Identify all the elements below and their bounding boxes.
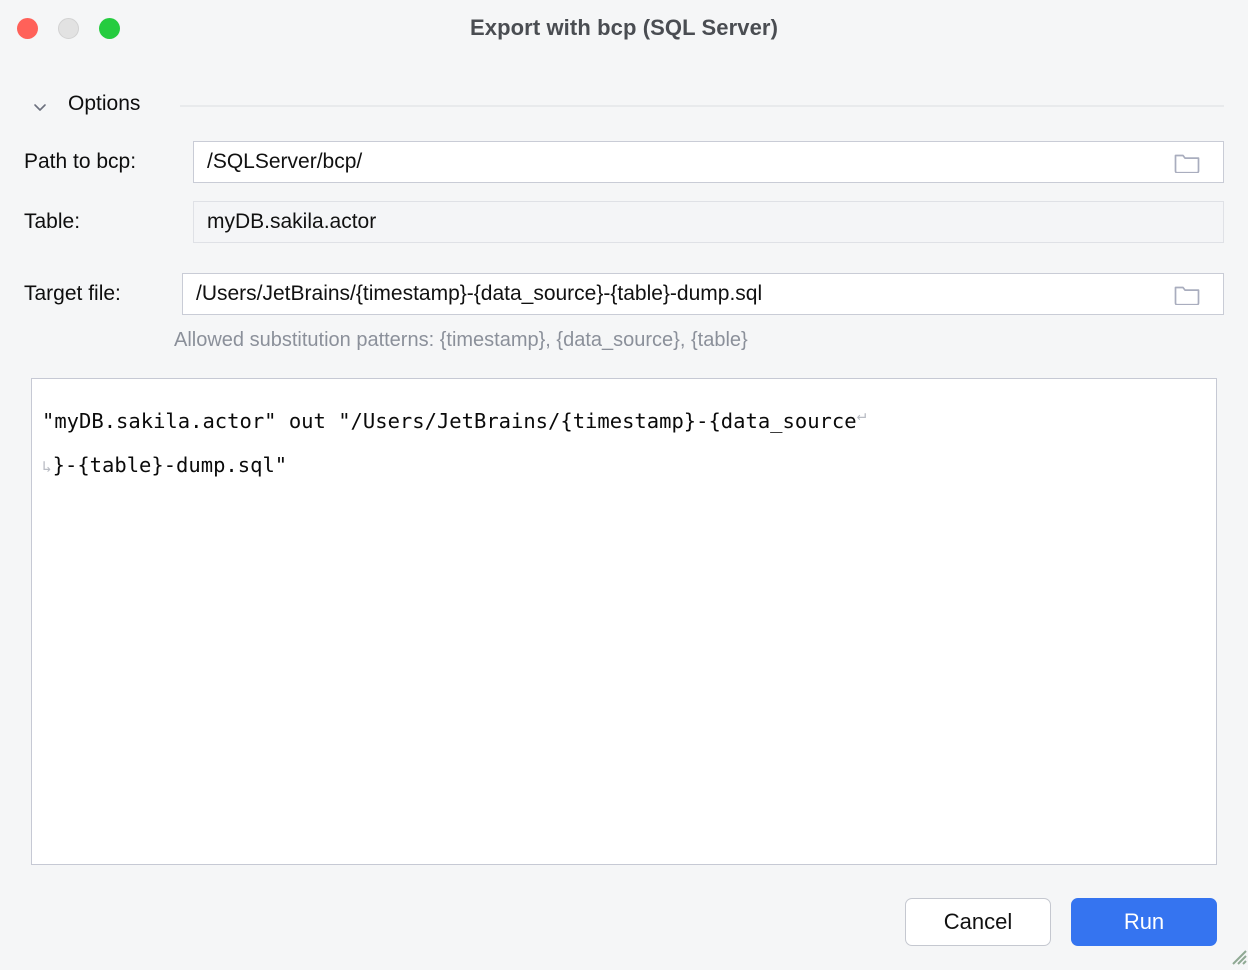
command-preview-textarea[interactable]: "myDB.sakila.actor" out "/Users/JetBrain… bbox=[31, 378, 1217, 865]
window-titlebar: Export with bcp (SQL Server) bbox=[0, 0, 1248, 56]
zoom-traffic-light[interactable] bbox=[99, 18, 120, 39]
options-section-header[interactable]: Options bbox=[0, 90, 1248, 122]
path-to-bcp-browse-folder-icon[interactable] bbox=[1174, 152, 1200, 174]
run-button[interactable]: Run bbox=[1071, 898, 1217, 946]
close-traffic-light[interactable] bbox=[17, 18, 38, 39]
dialog-footer: Cancel Run bbox=[0, 893, 1248, 966]
substitution-patterns-hint: Allowed substitution patterns: {timestam… bbox=[174, 329, 748, 351]
table-value-field: myDB.sakila.actor bbox=[193, 201, 1224, 243]
command-line-2-text: }-{table}-dump.sql" bbox=[52, 452, 288, 477]
soft-wrap-end-icon: ↵ bbox=[856, 405, 867, 424]
traffic-lights bbox=[17, 18, 120, 39]
path-to-bcp-input[interactable]: /SQLServer/bcp/ bbox=[193, 141, 1224, 183]
window-title: Export with bcp (SQL Server) bbox=[469, 15, 778, 40]
soft-wrap-start-icon: ↳ bbox=[42, 456, 52, 476]
minimize-traffic-light[interactable] bbox=[58, 18, 79, 39]
command-preview-line-1: "myDB.sakila.actor" out "/Users/JetBrain… bbox=[42, 393, 1200, 443]
cancel-button[interactable]: Cancel bbox=[905, 898, 1051, 946]
command-line-1-text: "myDB.sakila.actor" out "/Users/JetBrain… bbox=[42, 408, 857, 433]
target-file-row: Target file: /Users/JetBrains/{timestamp… bbox=[0, 273, 1248, 315]
target-file-label: Target file: bbox=[24, 282, 121, 305]
table-label: Table: bbox=[24, 210, 81, 233]
options-section-label: Options bbox=[68, 92, 141, 115]
chevron-down-icon[interactable] bbox=[31, 98, 49, 116]
command-preview-line-2: ↳}-{table}-dump.sql" bbox=[42, 443, 1200, 489]
path-to-bcp-label: Path to bcp: bbox=[24, 150, 137, 173]
options-section-divider bbox=[180, 105, 1224, 107]
target-file-browse-folder-icon[interactable] bbox=[1174, 284, 1200, 306]
table-row: Table: myDB.sakila.actor bbox=[0, 201, 1248, 243]
path-to-bcp-row: Path to bcp: /SQLServer/bcp/ bbox=[0, 141, 1248, 183]
target-file-input[interactable]: /Users/JetBrains/{timestamp}-{data_sourc… bbox=[182, 273, 1224, 315]
window-resize-grip[interactable] bbox=[1227, 945, 1247, 965]
